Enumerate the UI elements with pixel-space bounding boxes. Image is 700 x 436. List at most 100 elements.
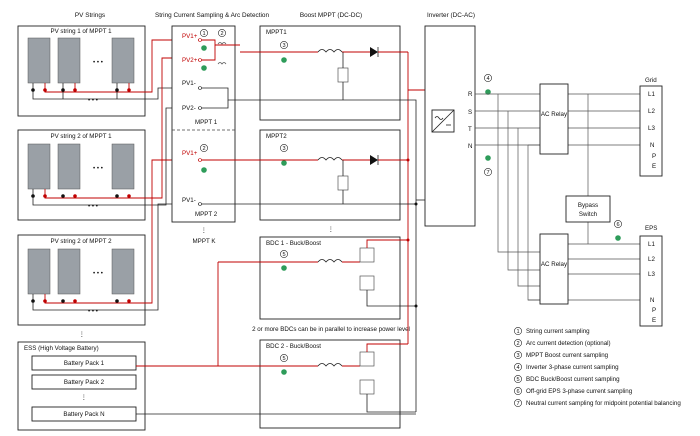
header-inverter: Inverter (DC-AC) xyxy=(427,12,475,19)
eps-terminal: EPS L1 L2 L3 N P E xyxy=(639,225,663,327)
svg-text:MPPT Boost current sampling: MPPT Boost current sampling xyxy=(526,352,609,359)
svg-text:• • •: • • • xyxy=(88,97,98,104)
inductor-icon xyxy=(317,259,343,263)
dc-bus xyxy=(400,52,425,412)
label-pv1-plus: PV1+ xyxy=(182,33,198,40)
header-pv-strings: PV Strings xyxy=(75,12,105,19)
pv-panel xyxy=(27,143,51,190)
pv-panel xyxy=(27,248,51,295)
header-string-sampling: String Current Sampling & Arc Detection xyxy=(155,12,269,19)
svg-text:N: N xyxy=(650,142,654,149)
svg-text:BDC 2 - Buck/Boost: BDC 2 - Buck/Boost xyxy=(266,343,321,350)
svg-text:7: 7 xyxy=(486,170,489,176)
ellipsis: • • • xyxy=(93,270,103,277)
pv-panel xyxy=(57,143,81,190)
ac-relay-2: AC Relay xyxy=(539,233,569,305)
svg-text:1: 1 xyxy=(202,31,205,37)
svg-text:EPS: EPS xyxy=(645,225,657,232)
label-mppt-k: MPPT K xyxy=(193,238,217,245)
pv-group-1: PV string 1 of MPPT 1 • • • xyxy=(17,25,146,117)
svg-text:Off-grid EPS 3-phase current s: Off-grid EPS 3-phase current sampling xyxy=(526,388,633,395)
current-sensor-icon xyxy=(485,155,491,161)
sampling-ellipsis: ⋮ xyxy=(201,227,207,234)
svg-text:6: 6 xyxy=(616,222,619,228)
pv-wiring: • • • • • • • • • xyxy=(31,39,182,315)
svg-text:7: 7 xyxy=(516,401,519,407)
legend: 1 String current sampling 2 Arc current … xyxy=(514,327,681,407)
svg-text:2: 2 xyxy=(202,146,205,152)
svg-text:• • •: • • • xyxy=(88,203,98,210)
pv-panel xyxy=(57,37,81,84)
svg-text:3: 3 xyxy=(516,353,519,359)
svg-text:R: R xyxy=(468,91,473,98)
bdc1-box: BDC 1 - Buck/Boost 5 xyxy=(218,236,416,320)
current-sensor-icon xyxy=(615,235,621,241)
svg-text:MPPT1: MPPT1 xyxy=(266,29,287,36)
svg-text:Battery Pack N: Battery Pack N xyxy=(63,411,104,418)
svg-text:Bypass: Bypass xyxy=(578,202,598,209)
svg-text:6: 6 xyxy=(516,389,519,395)
current-sensor-icon xyxy=(281,57,287,63)
eps-sensors: 6 xyxy=(614,220,622,241)
svg-text:5: 5 xyxy=(282,252,285,258)
mppt1-box: MPPT1 3 xyxy=(240,25,408,121)
inverter-box: R S T N xyxy=(424,25,476,227)
label-mppt-1: MPPT 1 xyxy=(195,119,218,126)
pv-panel xyxy=(111,248,135,295)
svg-text:P: P xyxy=(652,307,656,314)
pv-panel xyxy=(111,143,135,190)
svg-text:4: 4 xyxy=(516,365,519,371)
ac-relay-1: AC Relay xyxy=(539,83,569,155)
svg-text:2: 2 xyxy=(516,341,519,347)
current-sensor-icon xyxy=(281,265,287,271)
pv-panel xyxy=(111,37,135,84)
bdc2-box: BDC 2 - Buck/Boost 5 xyxy=(218,339,416,429)
label-pv2-minus: PV2- xyxy=(182,105,196,112)
inductor-icon xyxy=(317,49,343,53)
ellipsis: • • • xyxy=(93,165,103,172)
coil-icon xyxy=(217,62,227,65)
svg-text:N: N xyxy=(468,143,472,150)
mppt2-box: MPPT2 3 xyxy=(240,129,408,221)
svg-text:E: E xyxy=(652,163,656,170)
battery-pack xyxy=(31,374,137,390)
current-sensor-icon xyxy=(201,65,207,71)
svg-text:Inverter 3-phase current sampl: Inverter 3-phase current sampling xyxy=(526,364,619,371)
label-pv2-plus: PV2+ xyxy=(182,57,198,64)
ess-title: ESS (High Voltage Battery) xyxy=(24,345,99,352)
sensor-marker-icon xyxy=(218,29,226,37)
svg-text:2: 2 xyxy=(220,31,223,37)
svg-text:Arc current detection (optiona: Arc current detection (optional) xyxy=(526,340,611,347)
svg-text:L3: L3 xyxy=(648,271,655,278)
svg-text:4: 4 xyxy=(486,76,489,82)
sampling-box: PV1+ PV2+ PV1- PV2- MPPT 1 PV1+ PV1- MPP… xyxy=(171,25,240,223)
label-pv1-plus-b: PV1+ xyxy=(182,150,198,157)
svg-text:• • •: • • • xyxy=(88,308,98,315)
svg-text:BDC 1 - Buck/Boost: BDC 1 - Buck/Boost xyxy=(266,240,321,247)
svg-text:L2: L2 xyxy=(648,108,655,115)
parallel-note: 2 or more BDCs can be in parallel to inc… xyxy=(252,326,410,333)
svg-text:3: 3 xyxy=(282,43,285,49)
inductor-icon xyxy=(317,157,343,161)
pv-group-label: PV string 2 of MPPT 2 xyxy=(50,238,112,245)
sensor-marker-icon xyxy=(200,144,208,152)
svg-text:1: 1 xyxy=(516,329,519,335)
svg-text:S: S xyxy=(468,109,472,116)
label-pv1-minus-b: PV1- xyxy=(182,197,196,204)
sensor-marker-icon xyxy=(200,29,208,37)
label-pv1-minus: PV1- xyxy=(182,80,196,87)
inverter-sensors: 4 7 xyxy=(484,74,492,176)
current-sensor-icon xyxy=(281,160,287,166)
pv-group-label: PV string 2 of MPPT 1 xyxy=(50,133,112,140)
label-mppt-2: MPPT 2 xyxy=(195,211,218,218)
pv-group-3: PV string 2 of MPPT 2 • • • xyxy=(17,234,146,326)
diode-icon xyxy=(370,155,378,165)
svg-text:Switch: Switch xyxy=(579,211,598,218)
pv-panel xyxy=(27,37,51,84)
current-sensor-icon xyxy=(485,89,491,95)
ess-box: ESS (High Voltage Battery) Battery Pack … xyxy=(17,262,416,431)
svg-text:BDC Buck/Boost current samplin: BDC Buck/Boost current sampling xyxy=(526,376,620,383)
svg-text:Battery Pack 1: Battery Pack 1 xyxy=(64,360,105,367)
grid-terminal: Grid L1 L2 L3 N P E xyxy=(639,77,663,177)
